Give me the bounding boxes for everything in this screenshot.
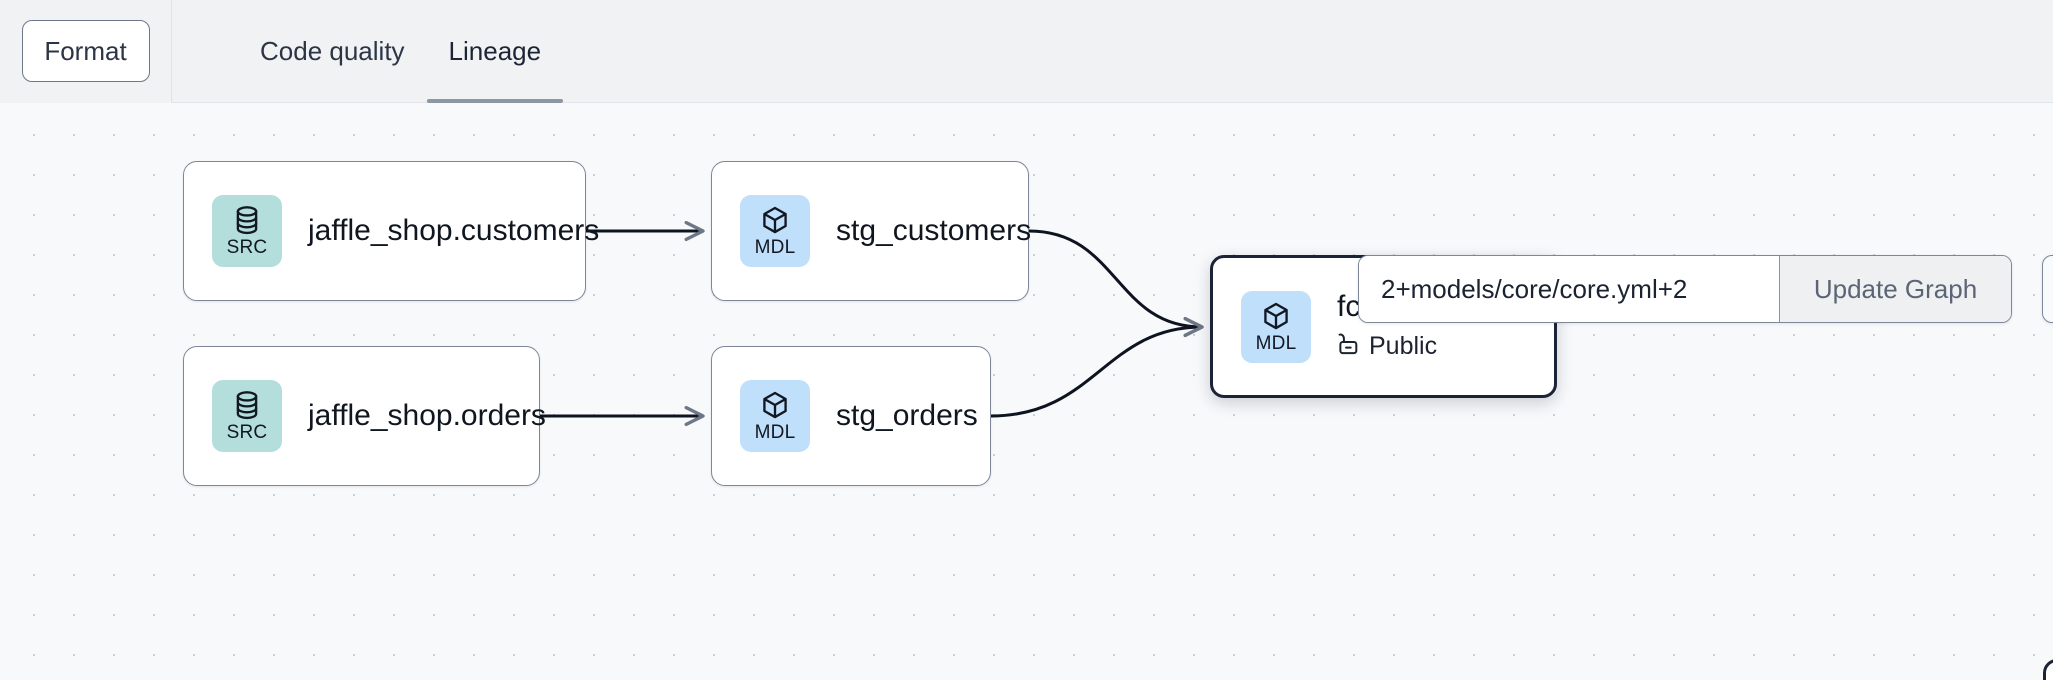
lineage-node-stg-orders[interactable]: MDL stg_orders (711, 346, 991, 486)
format-button-zone: Format (0, 0, 172, 103)
database-icon (232, 390, 262, 422)
node-badge-label: MDL (754, 422, 796, 443)
node-title: jaffle_shop.orders (308, 398, 546, 432)
node-type-badge-src: SRC (212, 380, 282, 452)
node-badge-label: SRC (226, 422, 268, 443)
node-title: jaffle_shop.customers (308, 213, 600, 247)
cube-icon (760, 205, 790, 237)
tab-lineage[interactable]: Lineage (426, 0, 564, 103)
node-type-badge-mdl: MDL (740, 195, 810, 267)
edge-stgorders-to-fct (990, 316, 1204, 418)
node-type-badge-mdl: MDL (740, 380, 810, 452)
update-graph-button[interactable]: Update Graph (1779, 256, 2011, 322)
node-type-badge-src: SRC (212, 195, 282, 267)
tab-code-quality[interactable]: Code quality (260, 35, 405, 66)
node-type-badge-mdl: MDL (1241, 290, 1311, 363)
graph-selector-input[interactable] (1359, 256, 1779, 322)
unlock-icon (1337, 331, 1360, 363)
node-body: jaffle_shop.orders (308, 399, 546, 434)
editor-toolbar: Format Code quality Lineage (0, 0, 2053, 103)
node-access-row: Public (1337, 331, 1470, 363)
format-button[interactable]: Format (21, 20, 150, 82)
cube-icon (1261, 301, 1291, 333)
node-badge-label: MDL (1255, 332, 1297, 354)
node-body: stg_orders (836, 399, 978, 434)
lineage-canvas[interactable]: SRC jaffle_shop.customers MDL stg_custom… (0, 103, 2053, 680)
node-access-label: Public (1369, 332, 1438, 361)
node-title: stg_orders (836, 398, 978, 432)
node-body: jaffle_shop.customers (308, 214, 599, 249)
tab-bar: Code quality Lineage (172, 0, 563, 103)
node-badge-label: SRC (226, 237, 268, 258)
lineage-node-jaffle-shop-orders[interactable]: SRC jaffle_shop.orders (183, 346, 546, 486)
database-icon (232, 205, 262, 237)
edge-stgcustomers-to-fct (1028, 229, 1204, 338)
graph-selector-group: Update Graph (1358, 255, 2012, 323)
lineage-node-stg-customers[interactable]: MDL stg_customers (711, 161, 1031, 301)
lineage-node-jaffle-shop-customers[interactable]: SRC jaffle_shop.customers (183, 161, 599, 301)
node-title: stg_customers (836, 213, 1032, 247)
node-badge-label: MDL (754, 237, 796, 258)
cube-icon (760, 390, 790, 422)
lineage-edges (540, 220, 1204, 427)
node-body: stg_customers (836, 214, 1031, 249)
side-panel-edge[interactable] (2042, 255, 2053, 323)
